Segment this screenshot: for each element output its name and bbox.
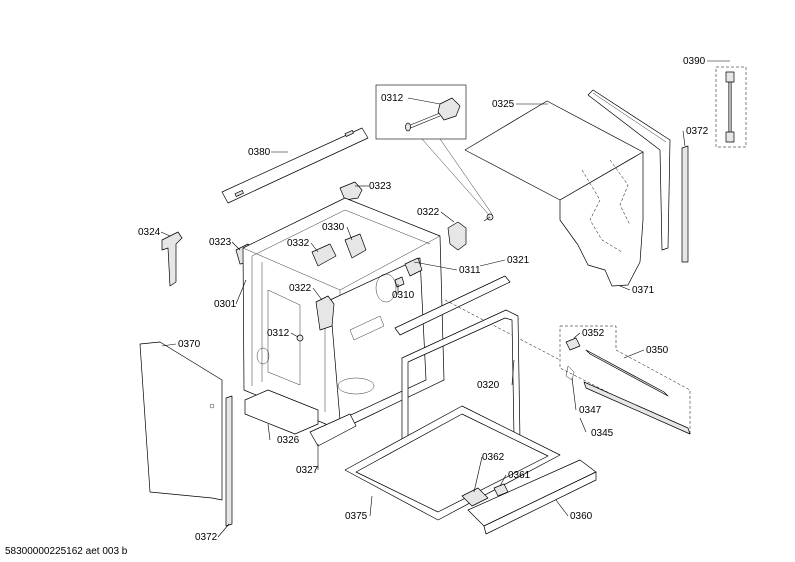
part-0372-rail-bottom — [225, 395, 233, 527]
label-0301: 0301 — [214, 299, 237, 310]
label-0372-lower: 0372 — [195, 532, 218, 543]
part-0325-insulation — [464, 89, 671, 287]
label-0380: 0380 — [248, 147, 271, 158]
part-0380-strip — [221, 127, 369, 204]
label-0347: 0347 — [579, 405, 602, 416]
label-0362: 0362 — [482, 452, 505, 463]
label-0312-lower: 0312 — [267, 328, 290, 339]
part-0345-0350-rails — [559, 325, 691, 435]
part-0362-switch — [461, 487, 489, 507]
part-0312-screw — [296, 334, 304, 342]
label-0323: 0323 — [369, 181, 392, 192]
label-0352: 0352 — [582, 328, 605, 339]
label-0310: 0310 — [392, 290, 415, 301]
part-0326-base — [244, 389, 319, 435]
part-0321-seal — [394, 275, 561, 361]
label-0327: 0327 — [296, 465, 319, 476]
label-0323-left: 0323 — [209, 237, 232, 248]
label-0361: 0361 — [508, 470, 531, 481]
label-0372: 0372 — [686, 126, 709, 137]
part-0372-rail-top — [681, 145, 689, 263]
leader-lines — [160, 60, 730, 538]
label-0312: 0312 — [381, 93, 404, 104]
part-0370-panel — [139, 341, 223, 501]
label-0324: 0324 — [138, 227, 161, 238]
part-0322-bracket-a — [447, 221, 467, 251]
part-0360-kickplate — [467, 459, 597, 535]
label-0325: 0325 — [492, 99, 515, 110]
part-labels: 0390 0312 0325 0372 0380 0323 0322 0324 … — [138, 56, 709, 543]
document-code: 58300000225162 aet 003 b — [5, 546, 128, 557]
part-0323-bracket-a — [339, 181, 363, 201]
part-0322-bracket-b — [315, 295, 335, 331]
label-0332: 0332 — [287, 238, 310, 249]
label-0390: 0390 — [683, 56, 706, 67]
label-0321: 0321 — [507, 255, 530, 266]
part-0332-sensor — [311, 243, 337, 267]
label-0311: 0311 — [459, 265, 481, 276]
label-0322: 0322 — [417, 207, 440, 218]
part-0310-screw — [394, 276, 405, 288]
label-0375: 0375 — [345, 511, 368, 522]
label-0370: 0370 — [178, 339, 201, 350]
part-0330-valve — [344, 233, 367, 259]
label-0371: 0371 — [632, 285, 655, 296]
part-0324-hinge — [161, 231, 183, 287]
label-0360: 0360 — [570, 511, 593, 522]
part-0327-base — [309, 413, 357, 447]
label-0330: 0330 — [322, 222, 345, 233]
part-0375-frame — [344, 405, 561, 521]
label-0350: 0350 — [646, 345, 669, 356]
part-0312-inset — [375, 84, 494, 222]
label-0322-lower: 0322 — [289, 283, 312, 294]
label-0345: 0345 — [591, 428, 614, 439]
part-0390-hose — [715, 66, 747, 148]
label-0320: 0320 — [477, 380, 500, 391]
label-0326: 0326 — [277, 435, 300, 446]
